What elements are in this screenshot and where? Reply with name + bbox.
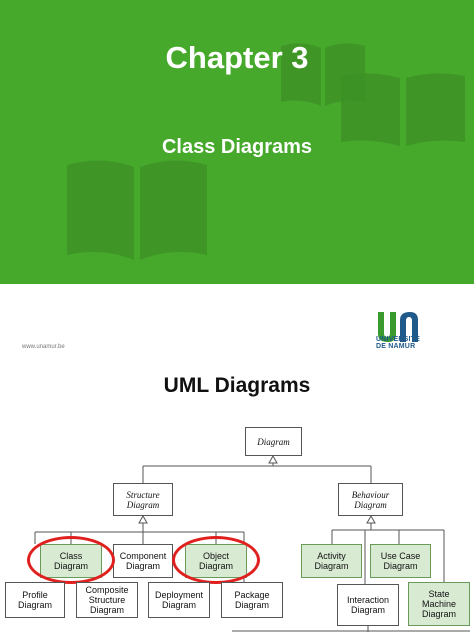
logo-text: DE NAMUR (376, 343, 416, 350)
slide-title: UML Diagrams (163, 374, 311, 397)
book-icon (341, 73, 465, 146)
component-diagram-box: Component Diagram (113, 544, 173, 578)
structure-diagram-box: Structure Diagram (113, 483, 173, 516)
highlight-ring (172, 536, 260, 584)
book-icon (67, 160, 207, 260)
connector-lines (34, 454, 470, 632)
logo-text: UNIVERSITÉ (376, 336, 421, 343)
profile-diagram-box: Profile Diagram (5, 582, 65, 618)
website-url: www.unamur.be (22, 344, 65, 350)
chapter-subtitle: Class Diagrams (161, 136, 313, 158)
deployment-diagram-box: Deployment Diagram (148, 582, 210, 618)
behaviour-diagram-box: Behaviour Diagram (338, 483, 403, 516)
activity-diagram-box: Activity Diagram (301, 544, 362, 578)
package-diagram-box: Package Diagram (221, 582, 283, 618)
diagram-box: Diagram (245, 427, 302, 456)
use-case-diagram-box: Use Case Diagram (370, 544, 431, 578)
chapter-title: Chapter 3 (165, 40, 309, 75)
uml-hierarchy-diagram: Diagram Structure Diagram Behaviour Diag… (0, 420, 474, 632)
interaction-diagram-box: Interaction Diagram (337, 584, 399, 626)
university-logo-icon (378, 312, 418, 342)
highlight-ring (27, 536, 115, 584)
state-machine-diagram-box: State Machine Diagram (408, 582, 470, 626)
composite-structure-diagram-box: Composite Structure Diagram (76, 582, 138, 618)
title-slide: Chapter 3 Class Diagrams (0, 0, 474, 284)
